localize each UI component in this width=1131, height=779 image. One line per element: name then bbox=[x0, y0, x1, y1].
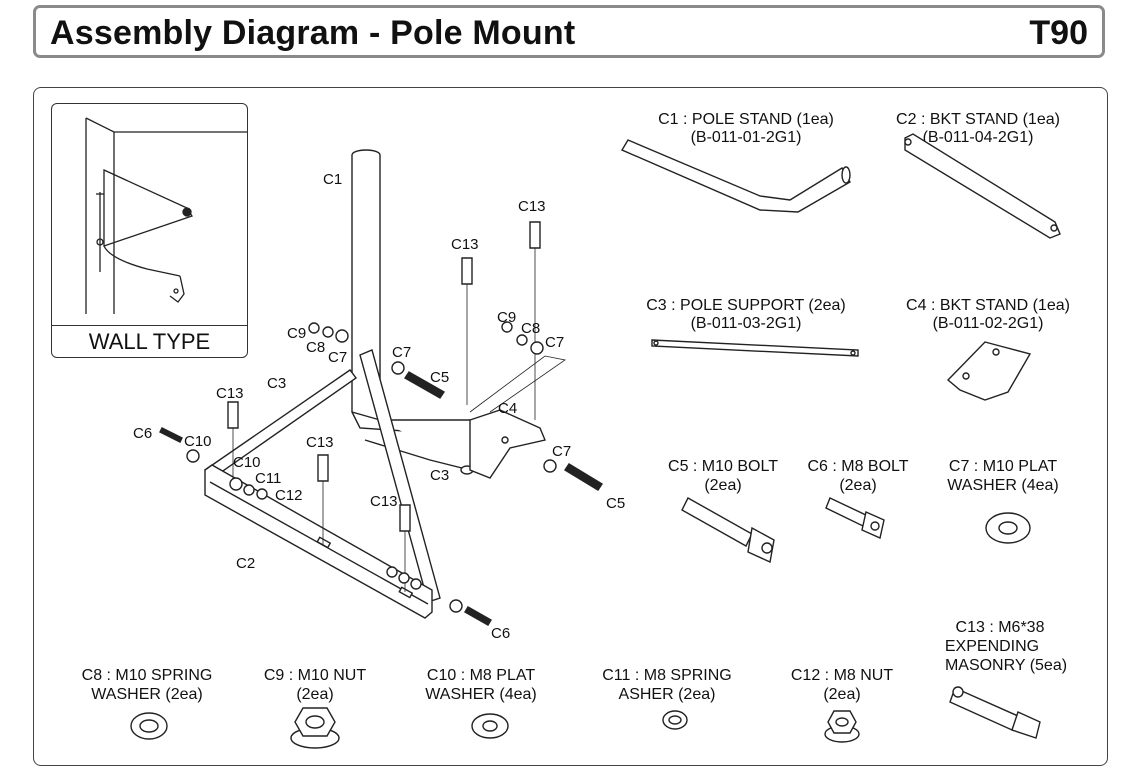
diagram-frame bbox=[33, 87, 1108, 766]
m10-nut-illustration bbox=[290, 707, 340, 749]
part-c12-qty: (2ea) bbox=[823, 686, 860, 703]
callout-c9: C9 bbox=[287, 325, 306, 342]
parts-list: C1 : POLE STAND (1ea) (B-011-01-2G1) C2 … bbox=[82, 111, 1070, 703]
callout-c6: C6 bbox=[491, 625, 510, 642]
c6-bolts bbox=[159, 427, 492, 626]
bkt-stand-small-illustration bbox=[946, 341, 1032, 401]
part-c1-code: (B-011-01-2G1) bbox=[691, 129, 802, 146]
callout-c8: C8 bbox=[306, 339, 325, 356]
callout-c13: C13 bbox=[306, 434, 334, 451]
m8-nut-illustration bbox=[824, 710, 860, 743]
m8-plat-washer-illustration bbox=[471, 713, 509, 739]
callout-c4: C4 bbox=[498, 400, 517, 417]
part-c6-qty: (2ea) bbox=[839, 477, 876, 494]
callout-labels: C1 C2 C3 C3 C4 C5 C5 C6 C6 C7 C7 C7 C7 C… bbox=[133, 171, 625, 642]
part-c7-name: C7 : M10 PLAT bbox=[949, 458, 1057, 475]
callout-c3: C3 bbox=[267, 375, 286, 392]
callout-c7: C7 bbox=[328, 349, 347, 366]
part-c13-type: EXPENDING bbox=[945, 638, 1039, 655]
callout-c7: C7 bbox=[545, 334, 564, 351]
m10-plat-washer-illustration bbox=[985, 512, 1031, 544]
bracket-stand-part bbox=[204, 464, 433, 619]
masonry-anchor-illustration bbox=[949, 686, 1041, 739]
assembly-washers bbox=[186, 321, 557, 613]
part-c4-code: (B-011-02-2G1) bbox=[933, 315, 1044, 332]
part-c11-qty: ASHER (2ea) bbox=[619, 686, 716, 703]
callout-c7: C7 bbox=[552, 443, 571, 460]
part-c2-name: C2 : BKT STAND (1ea) bbox=[896, 111, 1060, 128]
pole-stand-part bbox=[351, 149, 476, 475]
callout-c7: C7 bbox=[392, 344, 411, 361]
callout-c12: C12 bbox=[275, 487, 303, 504]
pole-bracket-part bbox=[469, 409, 546, 479]
part-c10-name: C10 : M8 PLAT bbox=[427, 667, 535, 684]
part-c7-qty: WASHER (4ea) bbox=[947, 477, 1058, 494]
pole-stand-illustration bbox=[620, 139, 851, 213]
part-c3-code: (B-011-03-2G1) bbox=[691, 315, 802, 332]
m8-spring-washer-illustration bbox=[662, 710, 688, 730]
callout-c5: C5 bbox=[430, 369, 449, 386]
callout-c1: C1 bbox=[323, 171, 342, 188]
callout-c10: C10 bbox=[233, 454, 261, 471]
part-c12-name: C12 : M8 NUT bbox=[791, 667, 893, 684]
part-c11-name: C11 : M8 SPRING bbox=[602, 667, 732, 684]
wall-type-inset: WALL TYPE bbox=[51, 103, 248, 358]
callout-c10: C10 bbox=[184, 433, 212, 450]
callout-c5: C5 bbox=[606, 495, 625, 512]
c5-bolts bbox=[404, 371, 603, 491]
part-c5-name: C5 : M10 BOLT bbox=[668, 458, 778, 475]
header-bar: Assembly Diagram - Pole Mount T90 bbox=[33, 5, 1105, 58]
m10-bolt-illustration bbox=[681, 497, 775, 564]
part-c8-qty: WASHER (2ea) bbox=[91, 686, 202, 703]
callout-c13: C13 bbox=[518, 198, 546, 215]
part-c13-name: C13 : M6*38 bbox=[956, 619, 1045, 636]
inset-caption: WALL TYPE bbox=[52, 325, 247, 357]
part-c13-qty: MASONRY (5ea) bbox=[945, 657, 1067, 674]
callout-c13: C13 bbox=[216, 385, 244, 402]
part-c8-name: C8 : M10 SPRING bbox=[82, 667, 213, 684]
m10-spring-washer-illustration bbox=[130, 712, 168, 740]
callout-c2: C2 bbox=[236, 555, 255, 572]
part-c4-name: C4 : BKT STAND (1ea) bbox=[906, 297, 1070, 314]
part-c9-name: C9 : M10 NUT bbox=[264, 667, 366, 684]
bkt-stand-illustration bbox=[904, 133, 1061, 239]
part-c6-name: C6 : M8 BOLT bbox=[807, 458, 908, 475]
part-c5-qty: (2ea) bbox=[704, 477, 741, 494]
callout-c13: C13 bbox=[451, 236, 479, 253]
part-c3-name: C3 : POLE SUPPORT (2ea) bbox=[646, 297, 845, 314]
page-title: Assembly Diagram - Pole Mount bbox=[50, 14, 576, 52]
pole-support-illustration bbox=[651, 339, 859, 357]
model-code: T90 bbox=[1029, 14, 1088, 52]
callout-c3: C3 bbox=[430, 467, 449, 484]
wall-type-drawing bbox=[85, 117, 247, 314]
callout-c8: C8 bbox=[521, 320, 540, 337]
part-c9-qty: (2ea) bbox=[296, 686, 333, 703]
callout-c13: C13 bbox=[370, 493, 398, 510]
m8-bolt-illustration bbox=[825, 497, 885, 539]
callout-c9: C9 bbox=[497, 309, 516, 326]
callout-c11: C11 bbox=[255, 470, 281, 487]
part-c1-name: C1 : POLE STAND (1ea) bbox=[658, 111, 834, 128]
callout-c6: C6 bbox=[133, 425, 152, 442]
part-c10-qty: WASHER (4ea) bbox=[425, 686, 536, 703]
part-c2-code: (B-011-04-2G1) bbox=[923, 129, 1034, 146]
